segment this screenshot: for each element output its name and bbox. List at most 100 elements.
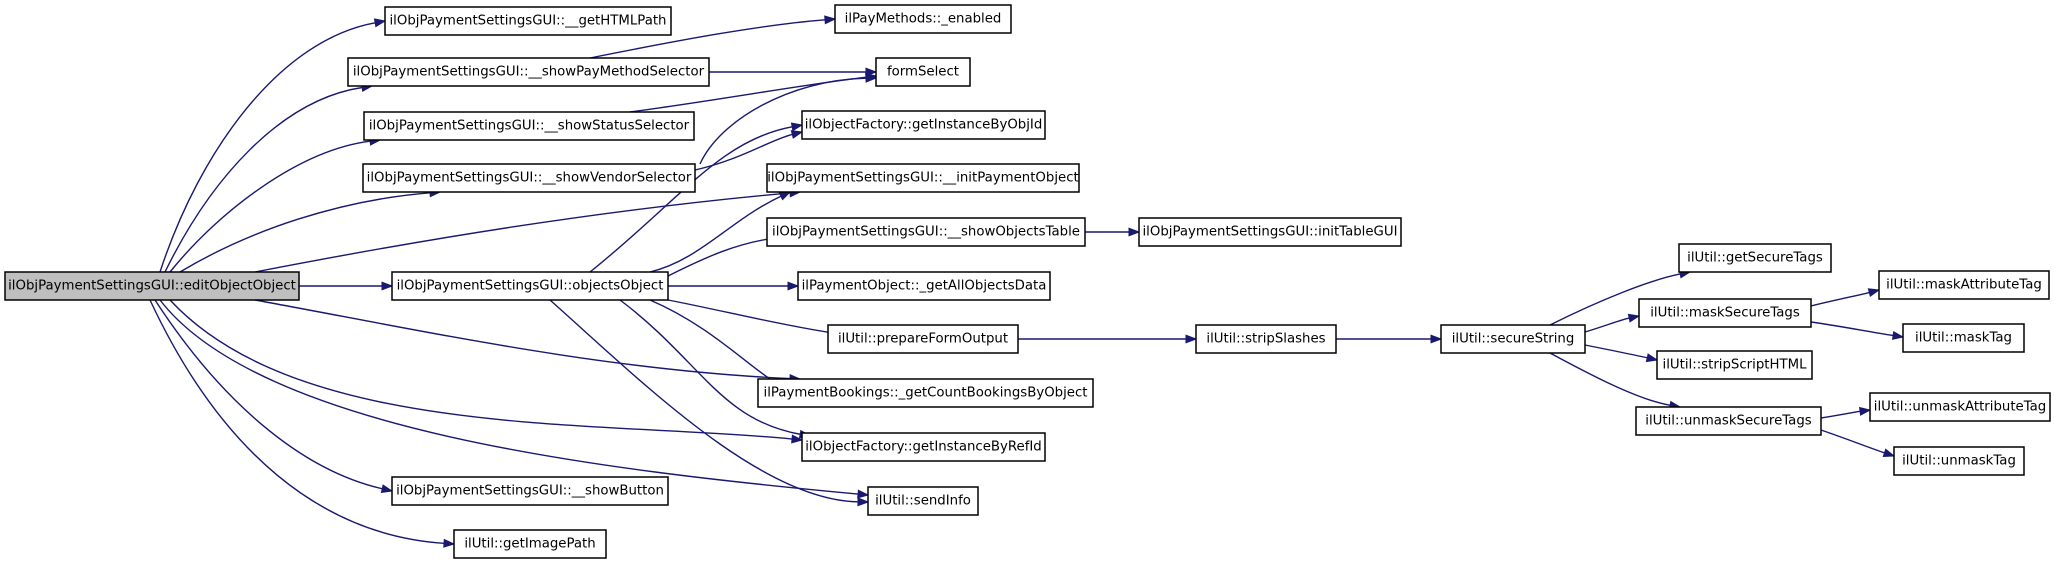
node-label: ilObjPaymentSettingsGUI::__showObjectsTa… [772, 225, 1080, 240]
node-label: ilUtil::stripSlashes [1206, 332, 1325, 347]
edge-arrowhead [790, 130, 804, 139]
node-getSecureTags[interactable]: ilUtil::getSecureTags [1678, 243, 1832, 273]
node-box [1638, 298, 1812, 328]
node-box [362, 163, 696, 193]
node-box [384, 6, 672, 36]
edge-objectsObject-to-getInstanceByObjId [589, 122, 804, 273]
node-label: ilObjPaymentSettingsGUI::editObjectObjec… [8, 279, 296, 294]
node-box [827, 324, 1019, 354]
edge-line [254, 192, 791, 273]
node-box [801, 432, 1046, 462]
node-showObjectsTable[interactable]: ilObjPaymentSettingsGUI::__showObjectsTa… [766, 217, 1086, 247]
edge-editObjectObject-to-initPaymentObject [254, 188, 802, 273]
edge-line [1810, 291, 1870, 307]
edge-editObjectObject-to-getHTMLPath [159, 18, 387, 273]
edge-arrowhead [857, 497, 870, 507]
node-showStatusSelector[interactable]: ilObjPaymentSettingsGUI::__showStatusSel… [363, 111, 695, 141]
node-getImagePath[interactable]: ilUtil::getImagePath [453, 529, 607, 559]
edge-arrowhead [865, 73, 878, 83]
edge-line [154, 299, 383, 490]
node-initPaymentObject[interactable]: ilObjPaymentSettingsGUI::__initPaymentOb… [766, 163, 1080, 193]
node-label: ilObjectFactory::getInstanceByRefId [805, 440, 1042, 455]
node-showPayMethodSelector[interactable]: ilObjPaymentSettingsGUI::__showPayMethod… [347, 57, 710, 87]
edge-arrowhead [1627, 313, 1641, 323]
node-objectsObject[interactable]: ilObjPaymentSettingsGUI::objectsObject [391, 271, 669, 301]
node-showButton[interactable]: ilObjPaymentSettingsGUI::__showButton [391, 476, 669, 506]
node-stripSlashes[interactable]: ilUtil::stripSlashes [1195, 324, 1337, 354]
node-label: ilPaymentObject::_getAllObjectsData [802, 279, 1047, 294]
node-label: ilUtil::secureString [1452, 332, 1575, 347]
edge-line [589, 19, 826, 59]
edge-editObjectObject-to-sendInfo [159, 299, 870, 499]
node-box [363, 111, 695, 141]
edge-showVendorSelector-to-formSelect [699, 73, 878, 165]
node-unmaskTag[interactable]: ilUtil::unmaskTag [1893, 446, 2025, 476]
node-maskTag[interactable]: ilUtil::maskTag [1902, 323, 2025, 353]
node-box [1902, 323, 2025, 353]
node-showVendorSelector[interactable]: ilObjPaymentSettingsGUI::__showVendorSel… [362, 163, 696, 193]
edge-line [1820, 410, 1861, 419]
node-getInstanceByRefId[interactable]: ilObjectFactory::getInstanceByRefId [801, 432, 1046, 462]
node-label: ilObjPaymentSettingsGUI::__showVendorSel… [367, 171, 692, 186]
node-maskSecureTags[interactable]: ilUtil::maskSecureTags [1638, 298, 1812, 328]
edge-arrowhead [787, 281, 800, 291]
node-box [875, 57, 971, 87]
node-unmaskAttributeTag[interactable]: ilUtil::unmaskAttributeTag [1869, 392, 2051, 422]
node-prepareFormOutput[interactable]: ilUtil::prepareFormOutput [827, 324, 1019, 354]
edge-objectsObject-to-getInstanceByRefId [619, 299, 812, 439]
node-getHTMLPath[interactable]: ilObjPaymentSettingsGUI::__getHTMLPath [384, 6, 672, 36]
edge-line [169, 140, 371, 273]
node-sendInfo[interactable]: ilUtil::sendInfo [867, 486, 979, 516]
edge-arrowhead [1867, 288, 1881, 298]
node-label: ilUtil::prepareFormOutput [838, 332, 1008, 347]
node-formSelect[interactable]: formSelect [875, 57, 971, 87]
node-getAllObjectsData[interactable]: ilPaymentObject::_getAllObjectsData [797, 271, 1051, 301]
edge-line [549, 299, 859, 503]
node-label: ilUtil::maskSecureTags [1650, 306, 1800, 321]
edge-line [1820, 429, 1885, 454]
edge-arrowhead [791, 434, 804, 444]
edge-arrowhead [381, 281, 394, 291]
node-initTableGUI[interactable]: ilObjPaymentSettingsGUI::initTableGUI [1138, 217, 1402, 247]
edge-arrowhead [1882, 448, 1896, 457]
node-box [867, 486, 979, 516]
node-box [1656, 350, 1813, 380]
node-box [834, 4, 1012, 34]
edge-line [164, 86, 363, 273]
edge-line [254, 299, 791, 380]
node-box [391, 476, 669, 506]
node-getCountBookings[interactable]: ilPaymentBookings::_getCountBookingsByOb… [757, 378, 1094, 408]
edge-stripSlashes-to-secureString [1336, 334, 1443, 344]
edge-editObjectObject-to-showPayMethodSelector [164, 83, 374, 273]
edge-objectsObject-to-prepareFormOutput [667, 299, 842, 337]
node-editObjectObject[interactable]: ilObjPaymentSettingsGUI::editObjectObjec… [4, 271, 300, 301]
edge-line [179, 192, 431, 273]
node-box [4, 271, 300, 301]
node-unmaskSecureTags[interactable]: ilUtil::unmaskSecureTags [1635, 406, 1822, 436]
node-stripScriptHTML[interactable]: ilUtil::stripScriptHTML [1656, 350, 1813, 380]
edge-line [1549, 273, 1681, 326]
node-enabled[interactable]: ilPayMethods::_enabled [834, 4, 1012, 34]
node-box [766, 163, 1080, 193]
edge-editObjectObject-to-getInstanceByRefId [169, 299, 804, 444]
edge-secureString-to-stripScriptHTML [1584, 344, 1659, 363]
edge-line [649, 195, 782, 273]
edge-line [159, 299, 859, 495]
node-box [347, 57, 710, 87]
edge-showVendorSelector-to-getInstanceByObjId [694, 130, 804, 171]
node-label: ilObjPaymentSettingsGUI::__showPayMethod… [353, 65, 705, 80]
node-label: ilUtil::unmaskAttributeTag [1874, 400, 2047, 415]
node-secureString[interactable]: ilUtil::secureString [1440, 324, 1586, 354]
node-box [1195, 324, 1337, 354]
node-label: ilObjPaymentSettingsGUI::__getHTMLPath [389, 14, 666, 29]
edge-unmaskSecureTags-to-unmaskTag [1820, 429, 1896, 457]
edge-unmaskSecureTags-to-unmaskAttributeTag [1820, 406, 1872, 419]
edge-line [1810, 321, 1894, 337]
node-box [1635, 406, 1822, 436]
node-label: formSelect [887, 65, 959, 80]
edge-arrowhead [824, 15, 837, 25]
node-label: ilUtil::sendInfo [875, 494, 971, 509]
node-label: ilObjPaymentSettingsGUI::initTableGUI [1142, 225, 1397, 240]
node-maskAttributeTag[interactable]: ilUtil::maskAttributeTag [1878, 270, 2050, 300]
node-getInstanceByObjId[interactable]: ilObjectFactory::getInstanceByObjId [801, 110, 1046, 140]
